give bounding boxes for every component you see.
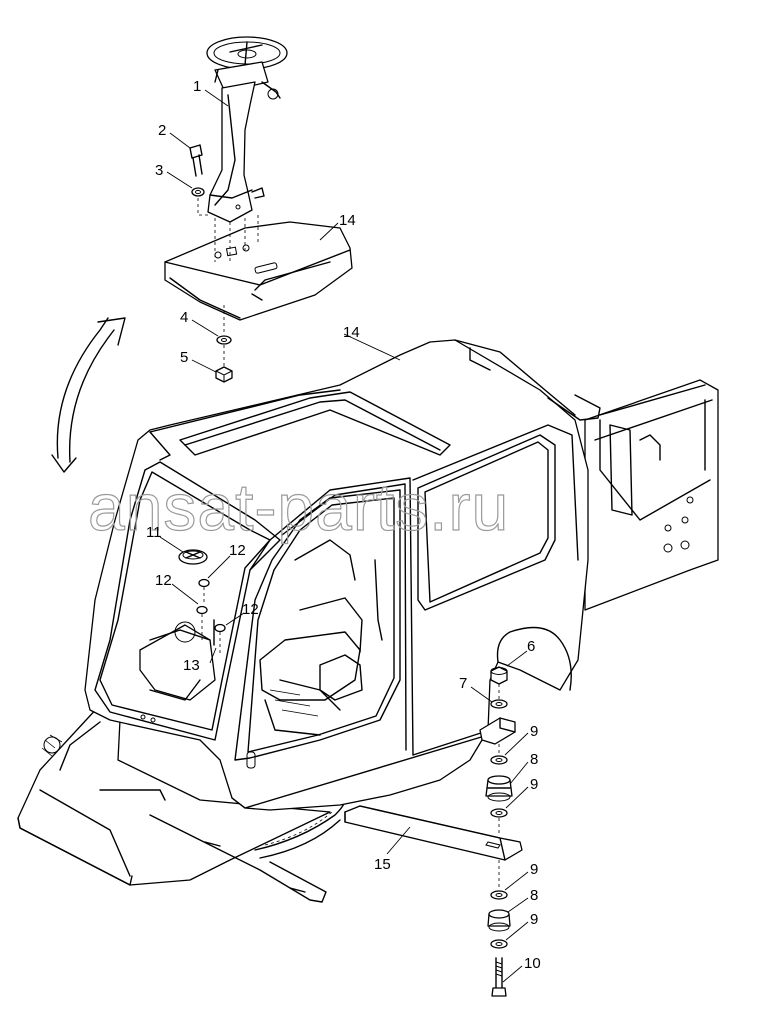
cab-interior-parts: [178, 549, 226, 655]
callout-4: 4: [180, 309, 188, 326]
callout-15: 15: [374, 856, 391, 873]
callout-9: 9: [530, 723, 538, 740]
chassis-frame: [17, 704, 346, 903]
callout-12: 12: [242, 601, 259, 618]
callout-6: 6: [527, 638, 535, 655]
callout-5: 5: [180, 349, 188, 366]
callout-9: 9: [530, 911, 538, 928]
rear-frame: [584, 379, 719, 611]
callout-14: 14: [343, 324, 360, 341]
callout-2: 2: [158, 122, 166, 139]
mount-stack: [344, 666, 523, 997]
callout-labels: 1 2 3 14 4 5 14 11 12 12 12 13 6 7 9 8 9…: [146, 78, 541, 972]
callout-11: 11: [146, 524, 162, 541]
callout-13: 13: [183, 657, 200, 674]
callout-7: 7: [459, 675, 467, 692]
roof-panel: [164, 221, 353, 321]
callout-12: 12: [229, 542, 246, 559]
callout-14: 14: [339, 212, 356, 229]
watermark: ansat-parts.ru: [88, 470, 509, 544]
operator-cab: [84, 339, 601, 811]
callout-9: 9: [530, 861, 538, 878]
rotation-arrow: [51, 317, 126, 473]
callout-3: 3: [155, 162, 163, 179]
callout-8: 8: [530, 751, 538, 768]
callout-8: 8: [530, 887, 538, 904]
callout-leaders: [159, 89, 529, 983]
steering-column: [189, 36, 288, 383]
callout-12: 12: [155, 572, 172, 589]
callout-10: 10: [524, 955, 541, 972]
callout-1: 1: [193, 78, 201, 95]
callout-9: 9: [530, 776, 538, 793]
